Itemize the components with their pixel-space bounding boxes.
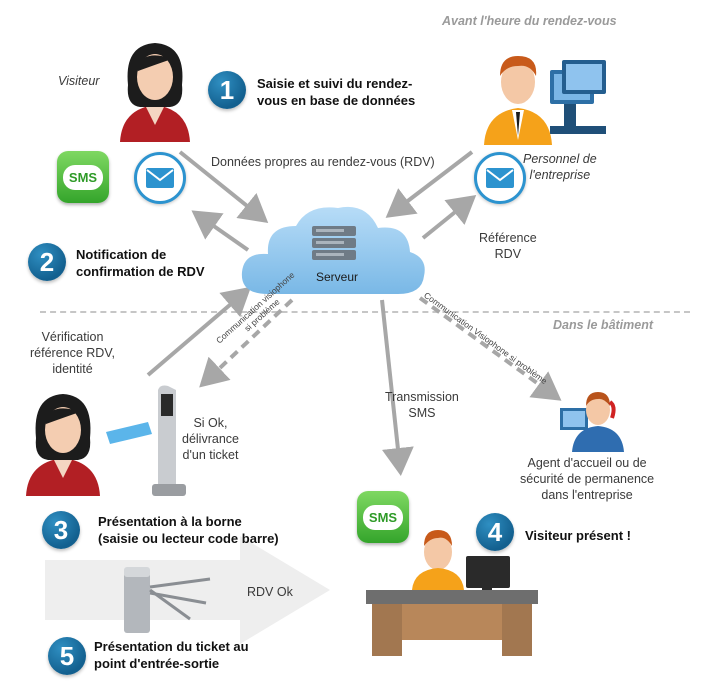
step-4-badge: 4 [476, 513, 514, 551]
mail-icon [134, 152, 186, 204]
step-1-text: Saisie et suivi du rendez-vous en base d… [257, 76, 416, 108]
arrow-rdv-ok [45, 536, 330, 644]
server-cloud-icon [241, 206, 425, 294]
staff-mail-icon [474, 152, 526, 204]
arrow-dashed-kiosk-visiophone [199, 298, 294, 388]
ticket-kiosk-icon [152, 385, 186, 496]
rdv-ok-label: RDV Ok [247, 585, 293, 599]
arrow-server-to-mail [191, 210, 250, 252]
woman-visitor-kiosk-icon [26, 394, 100, 496]
woman-visitor-icon [120, 43, 190, 142]
sms-icon: SMS [57, 151, 109, 203]
visitor-label: Visiteur [58, 74, 100, 88]
step-1-badge: 1 [208, 71, 246, 109]
arrow-server-to-desk-sms [380, 299, 414, 476]
ticket-icon [106, 422, 152, 444]
rdv-data-label: Données propres au rendez-vous (RDV) [211, 155, 435, 169]
reception-desk-icon [366, 530, 538, 656]
section-in-building: Dans le bâtiment [553, 318, 654, 332]
section-before-appointment: Avant l'heure du rendez-vous [442, 14, 617, 28]
arrow-dashed-agent-visiophone [418, 296, 562, 401]
step-2-badge: 2 [28, 243, 66, 281]
arrow-staff-to-server [385, 150, 474, 218]
man-staff-computer-icon [484, 56, 606, 145]
step-4-text: Visiteur présent ! [525, 528, 631, 543]
arrow-server-to-staff-mail [421, 194, 477, 240]
divider-line [40, 311, 690, 313]
arrow-server-kiosk [146, 286, 252, 377]
agent-phone-icon [560, 392, 624, 452]
server-label: Serveur [316, 270, 359, 284]
step-3-text: Présentation à la borne(saisie ou lecteu… [98, 514, 279, 546]
turnstile-icon [124, 567, 211, 633]
arrow-visitor-to-server [178, 150, 269, 224]
step-3-badge: 3 [42, 511, 80, 549]
desk-sms-icon: SMS [357, 491, 409, 543]
step-5-badge: 5 [48, 637, 86, 675]
